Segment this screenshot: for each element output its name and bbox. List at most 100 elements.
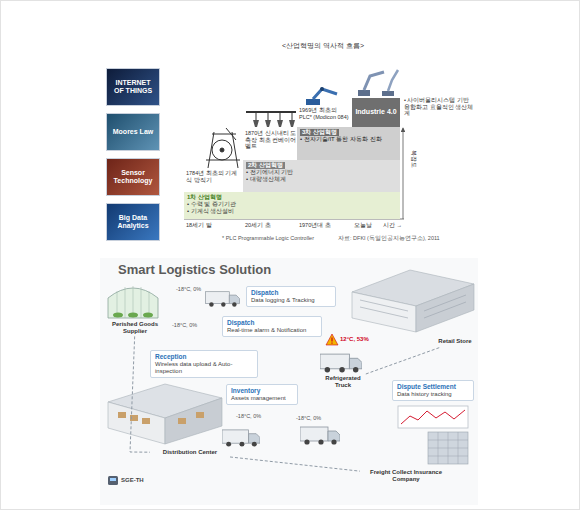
loom-illustration-part: [208, 132, 214, 168]
image-tile: Sensor Technology: [106, 158, 160, 196]
logistics-panel: [100, 258, 478, 505]
warehouse-illustration-part: [196, 412, 204, 418]
node-body: Real-time alarm & Notification: [227, 327, 317, 334]
node-body: Data logging & Tracking: [251, 297, 331, 304]
node-heading: 3차 산업혁명: [300, 129, 339, 136]
node-heading: Sensor Technology: [110, 169, 156, 186]
annotation-label: 시간 →: [383, 222, 402, 229]
image-tile: Big Data Analytics: [106, 203, 160, 241]
place-label: Distribution Center: [150, 448, 230, 457]
retail-store-illustration: [352, 270, 474, 332]
annotation-label: -18°C, 0%: [236, 413, 261, 420]
annotation-label: • 사이버물리시스템 기반 융합화고 효율적인 생산체계: [404, 97, 476, 117]
revolution-band: 1차 산업혁명• 수력 및 증기기관• 기계식 생산설비: [184, 192, 400, 219]
truck-illustration-part: [320, 354, 362, 372]
robot-arm-illustration: [358, 70, 398, 96]
chart-axis-part: [403, 128, 404, 219]
node-body: Wireless data upload & Auto-inspection: [155, 361, 253, 375]
sensor-device-icon-part: [110, 478, 116, 481]
annotation-label: 18세기 말: [186, 222, 212, 229]
retail-store-illustration-part: [352, 292, 416, 332]
chart-title: <산업혁명의 역사적 흐름>: [282, 42, 364, 50]
warehouse-illustration-part: [178, 418, 186, 424]
annotation-label: 1784년 최초의 기계식 방직기: [186, 170, 242, 183]
greenhouse-illustration-part: [113, 313, 123, 318]
conveyor-illustration-part: [292, 112, 293, 120]
callout-box: DispatchReal-time alarm & Notification: [222, 316, 322, 337]
greenhouse-illustration-part: [143, 313, 153, 318]
node-heading: Perished Goods Supplier: [105, 321, 165, 335]
robot-arm-illustration-part: [382, 91, 394, 96]
annotation-label: 오늘날: [354, 222, 372, 229]
image-tile: INTERNET OF THINGS: [106, 68, 160, 106]
callout-box: DispatchData logging & Tracking: [246, 286, 336, 307]
conveyor-illustration-part: [280, 112, 281, 120]
insurance-building-illustration-part: [428, 432, 468, 464]
annotation-label: * PLC Programmable Logic Controller: [222, 235, 314, 242]
image-tile: Moores Law: [106, 113, 160, 151]
node-heading: Distribution Center: [151, 449, 229, 456]
node-body: • 기계식 생산설비: [187, 208, 397, 215]
warehouse-illustration-part: [165, 398, 222, 444]
place-label: Retail Store: [432, 337, 478, 347]
robot-arm-illustration-part: [388, 70, 398, 91]
annotation-label: -18°C, 0%: [296, 415, 321, 422]
annotation-label: 1870년 신시내티 도축장 최초 컨베이어 벨트: [245, 130, 297, 150]
node-heading: Retail Store: [433, 338, 477, 345]
greenhouse-illustration: [108, 286, 158, 318]
node-body: • 전자기술/IT 통한 자동화 진화: [300, 136, 397, 143]
loom-illustration-part: [206, 160, 240, 161]
insurance-building-illustration: [428, 432, 468, 464]
plc-robot-illustration-part: [306, 99, 320, 105]
annotation-label: 자료: DFKI (독일인공지능연구소), 2011: [338, 235, 440, 242]
insurance-building-illustration-part: [428, 432, 468, 464]
truck-illustration-part: [300, 427, 340, 445]
loom-illustration-part: [226, 128, 236, 140]
node-heading: Inventory: [231, 387, 293, 395]
sensor-device-icon: [108, 476, 118, 485]
node-heading: Reception: [155, 353, 253, 361]
loom-illustration-part: [212, 134, 236, 135]
annotation-label: 20세기 초: [245, 222, 271, 229]
callout-box: ReceptionWireless data upload & Auto-ins…: [150, 350, 258, 378]
place-label: Perished Goods Supplier: [104, 320, 166, 336]
sensor-device-icon-part: [108, 476, 118, 485]
history-chart-illustration-part: [401, 410, 465, 424]
greenhouse-illustration-part: [117, 286, 149, 318]
retail-store-illustration-part: [360, 295, 466, 318]
loom-illustration-part: [212, 140, 232, 160]
conveyor-illustration-part: [277, 120, 283, 127]
warning-symbol-part: [326, 334, 338, 345]
annotation-label: SGE-TH: [121, 477, 144, 484]
warning-symbol: [326, 334, 338, 345]
callout-box: InventoryAssets management: [226, 384, 298, 405]
conveyor-illustration-part: [246, 111, 296, 113]
loom-illustration-part: [220, 148, 224, 152]
loom-illustration-part: [232, 132, 238, 168]
dashed-route: [230, 457, 360, 471]
node-body: Assets management: [231, 395, 293, 402]
revolution-band: 3차 산업혁명• 전자기술/IT 통한 자동화 진화: [297, 127, 400, 160]
annotation-label: 1969년 최초의 PLC* (Modicon 084): [299, 107, 351, 120]
robot-arm-illustration-part: [358, 90, 370, 96]
chart-axis: [184, 128, 404, 219]
plc-robot-illustration-part: [313, 89, 337, 99]
node-heading: 2차 산업혁명: [246, 162, 285, 169]
conveyor-illustration-part: [265, 120, 271, 127]
annotation-label: -18°C, 0%: [172, 322, 197, 329]
annotation-label: 복잡도: [410, 150, 417, 168]
dashed-route: [366, 347, 441, 374]
warehouse-illustration-part: [118, 412, 126, 418]
retail-store-illustration-part: [416, 284, 474, 332]
annotation-label: 1970년대 초: [299, 222, 331, 229]
plc-robot-illustration-part: [320, 87, 324, 91]
warehouse-illustration-part: [142, 418, 150, 424]
loom-illustration: [206, 128, 240, 168]
conveyor-illustration-part: [253, 120, 259, 127]
place-label: Freight Collect Insurance Company: [360, 468, 452, 484]
conveyor-illustration-part: [256, 112, 257, 120]
conveyor-illustration: [246, 112, 296, 127]
